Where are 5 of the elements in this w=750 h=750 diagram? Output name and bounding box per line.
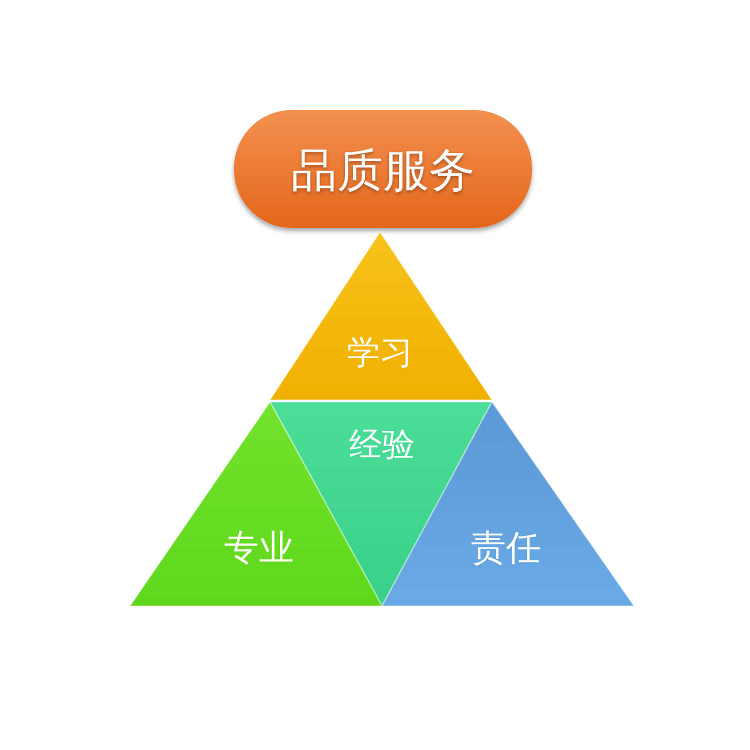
banner-title: 品质服务 [291, 147, 475, 193]
triangle-label: 专业 [224, 532, 294, 566]
triangle-label: 经验 [349, 428, 415, 460]
triangle-label: 责任 [471, 532, 541, 566]
triangle-label: 学习 [347, 336, 413, 368]
